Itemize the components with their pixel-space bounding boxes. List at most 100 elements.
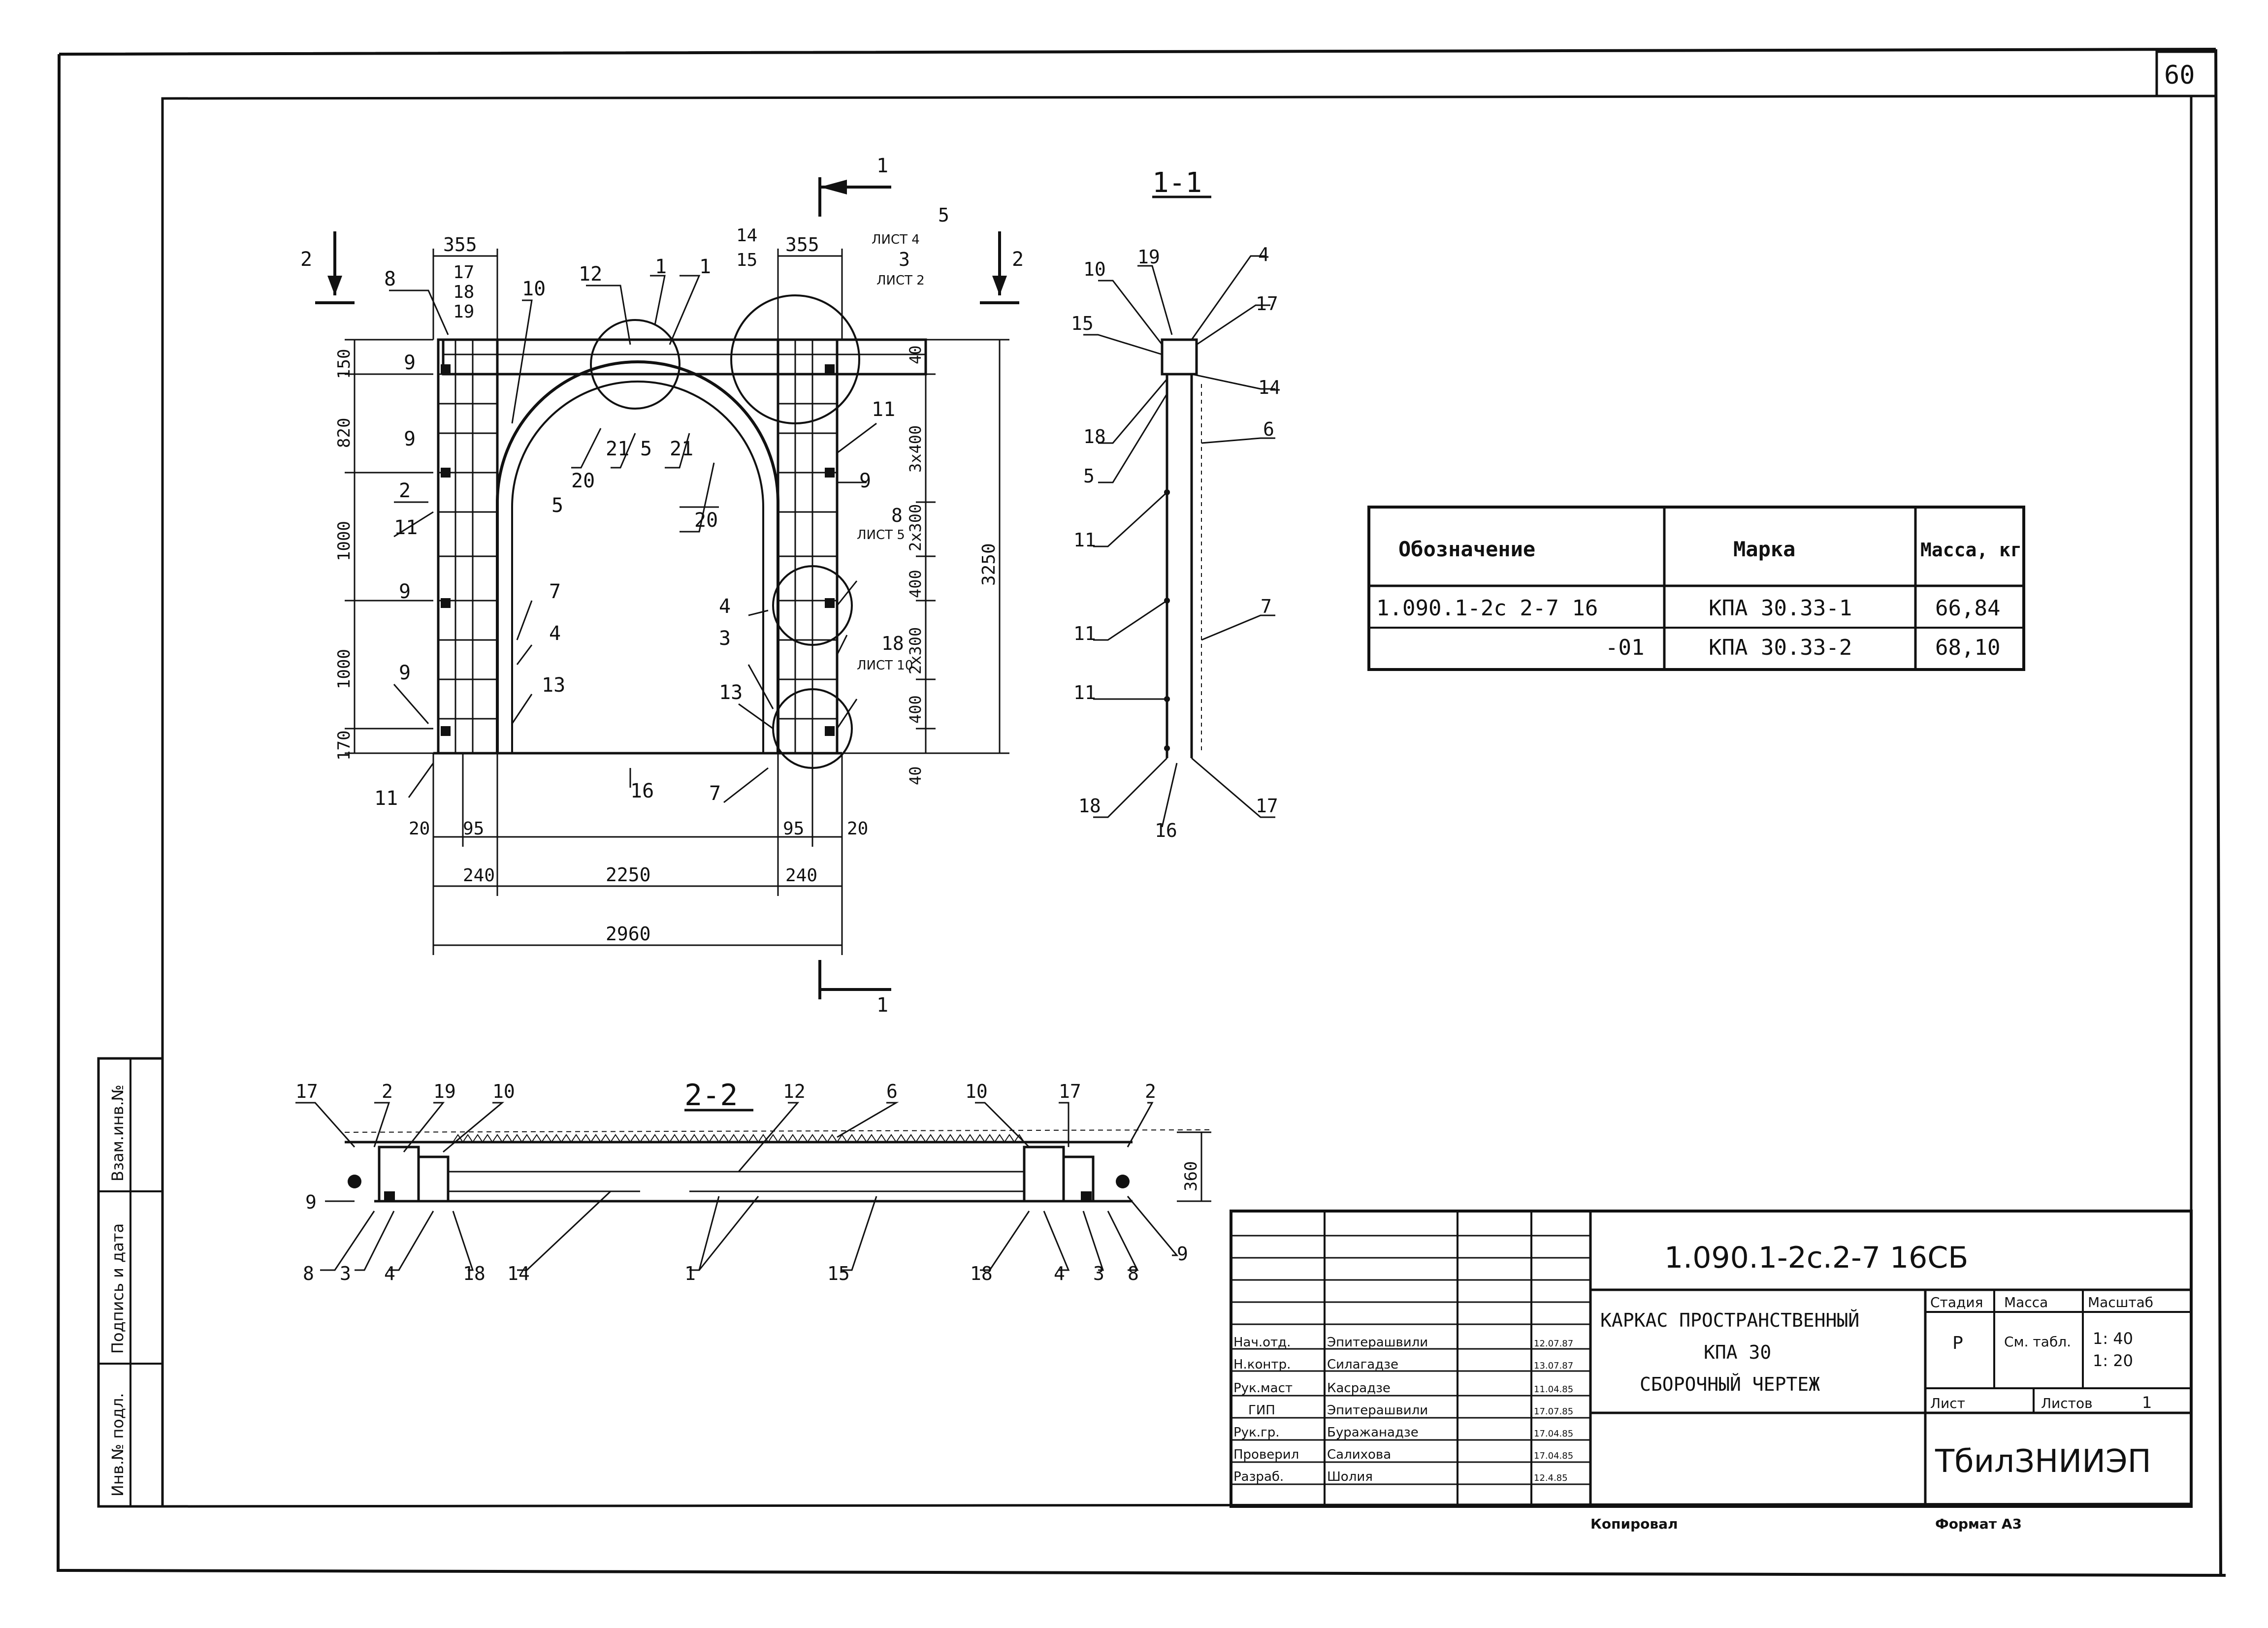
s22-dim-360: 360 [1181,1161,1201,1191]
scale-value-1: 1: 40 [2093,1329,2133,1348]
dim-right-40a: 40 [906,345,925,364]
callout-5b: 5 [551,494,563,517]
sig-name-3: Эпитерашвили [1327,1403,1428,1418]
section-1-1-view [1083,195,1275,828]
callout-9d: 9 [399,662,411,684]
ref-sheet5: ЛИСТ 5 [857,528,905,543]
s22-callout-3a: 3 [340,1263,351,1284]
sig-role-0: Нач.отд. [1233,1335,1291,1350]
s11-callout-15: 15 [1071,313,1094,334]
scale-label: Масштаб [2088,1294,2153,1310]
dim-240-right: 240 [785,865,817,886]
ref-18: 18 [881,633,904,654]
callout-11b: 11 [374,787,398,810]
callout-11a: 11 [394,516,418,539]
s22-callout-9b: 9 [1177,1243,1188,1265]
ref-sheet4: ЛИСТ 4 [872,232,920,247]
cut-1-top: 1 [876,155,888,177]
stack-15: 15 [736,250,757,270]
dim-left-150: 150 [334,349,354,379]
sig-date-3: 17.07.85 [1534,1406,1573,1417]
s22-callout-1: 1 [684,1263,696,1284]
title-line-2: КПА 30 [1704,1341,1771,1363]
ref-8: 8 [891,505,903,526]
callout-16: 16 [630,780,654,802]
ref-sheet10: ЛИСТ 10 [857,658,913,673]
sheet-label: Лист [1930,1395,1965,1411]
s11-callout-18b: 18 [1078,795,1101,817]
callout-9a: 9 [404,351,416,374]
s22-callout-10b: 10 [965,1081,988,1102]
stack-18: 18 [453,282,474,302]
callout-13b: 13 [719,681,743,704]
callout-10: 10 [522,278,546,300]
stack-19: 19 [453,302,474,322]
cut-2-left: 2 [300,248,312,271]
callout-4b: 4 [719,595,731,618]
s11-callout-19: 19 [1137,246,1160,268]
stack-17: 17 [453,262,474,283]
format-label: Формат А3 [1935,1516,2022,1532]
s11-callout-6: 6 [1263,418,1274,440]
sig-name-2: Касрадзе [1327,1381,1391,1396]
sig-date-4: 17.04.85 [1534,1429,1573,1439]
ref-5: 5 [938,204,949,226]
sheet-number: 60 [2164,61,2195,90]
s11-callout-18a: 18 [1083,426,1106,447]
copied-by: Копировал [1590,1516,1678,1532]
side-stamp [97,1057,164,1508]
stage-label: Стадия [1930,1294,1983,1310]
callout-3: 3 [719,627,731,650]
section-2-2-labels: 2-2 17 2 19 10 12 6 10 17 2 9 8 3 4 18 1… [295,1078,1201,1284]
spec-row2-mark: КПА 30.33-2 [1709,635,1852,660]
section-1-1-title: 1-1 [1152,167,1202,199]
sig-role-2: Рук.маст [1233,1381,1293,1396]
callout-20a: 20 [571,470,595,492]
s22-callout-10a: 10 [492,1081,515,1102]
callout-9b: 9 [404,428,416,450]
s11-callout-5: 5 [1083,465,1095,487]
dim-95-left: 95 [463,819,484,839]
callout-9e: 9 [859,470,871,492]
s11-callout-11a: 11 [1073,529,1096,551]
scale-value-2: 1: 20 [2093,1351,2133,1370]
mass-value: См. табл. [2004,1334,2071,1350]
s22-callout-12: 12 [783,1081,806,1102]
s11-callout-16: 16 [1155,820,1177,841]
dim-right-400a: 400 [906,570,925,598]
mass-label: Масса [2004,1294,2048,1310]
callout-7b: 7 [709,782,721,805]
cut-2-right: 2 [1012,248,1024,271]
callout-2: 2 [399,479,411,502]
sig-date-1: 13.07.87 [1534,1361,1573,1371]
sig-name-4: Буражанадзе [1327,1425,1419,1440]
cut-1-bottom: 1 [876,994,888,1017]
callout-9c: 9 [399,580,411,603]
sig-date-6: 12.4.85 [1534,1473,1568,1483]
title-line-3: СБОРОЧНЫЙ ЧЕРТЕЖ [1640,1373,1820,1395]
callout-1b: 1 [699,255,711,278]
sig-name-0: Эпитерашвили [1327,1335,1428,1350]
s22-callout-17a: 17 [295,1081,318,1102]
spec-row2-designation: -01 [1605,635,1644,660]
stack-14: 14 [736,225,757,246]
callout-8: 8 [384,268,396,290]
s11-callout-17b: 17 [1256,795,1278,817]
s22-callout-18a: 18 [463,1263,486,1284]
doc-code: 1.090.1-2c.2-7 16СБ [1664,1241,1968,1275]
title-block [1230,1210,2193,1508]
spec-table [1367,506,2025,671]
callout-13a: 13 [542,674,565,697]
s11-callout-17a: 17 [1256,293,1278,315]
s22-callout-2b: 2 [1145,1081,1156,1102]
dim-left-820: 820 [334,418,354,448]
sig-name-6: Шолия [1327,1469,1373,1484]
ref-sheet2: ЛИСТ 2 [876,273,925,288]
stamp-signature-date: Подпись и дата [108,1223,127,1354]
callout-4a: 4 [549,622,561,645]
dim-95-right: 95 [783,819,804,839]
s22-callout-15: 15 [827,1263,850,1284]
s22-callout-14: 14 [507,1263,530,1284]
s22-callout-3b: 3 [1093,1263,1104,1284]
spec-row2-mass: 68,10 [1935,635,2000,660]
